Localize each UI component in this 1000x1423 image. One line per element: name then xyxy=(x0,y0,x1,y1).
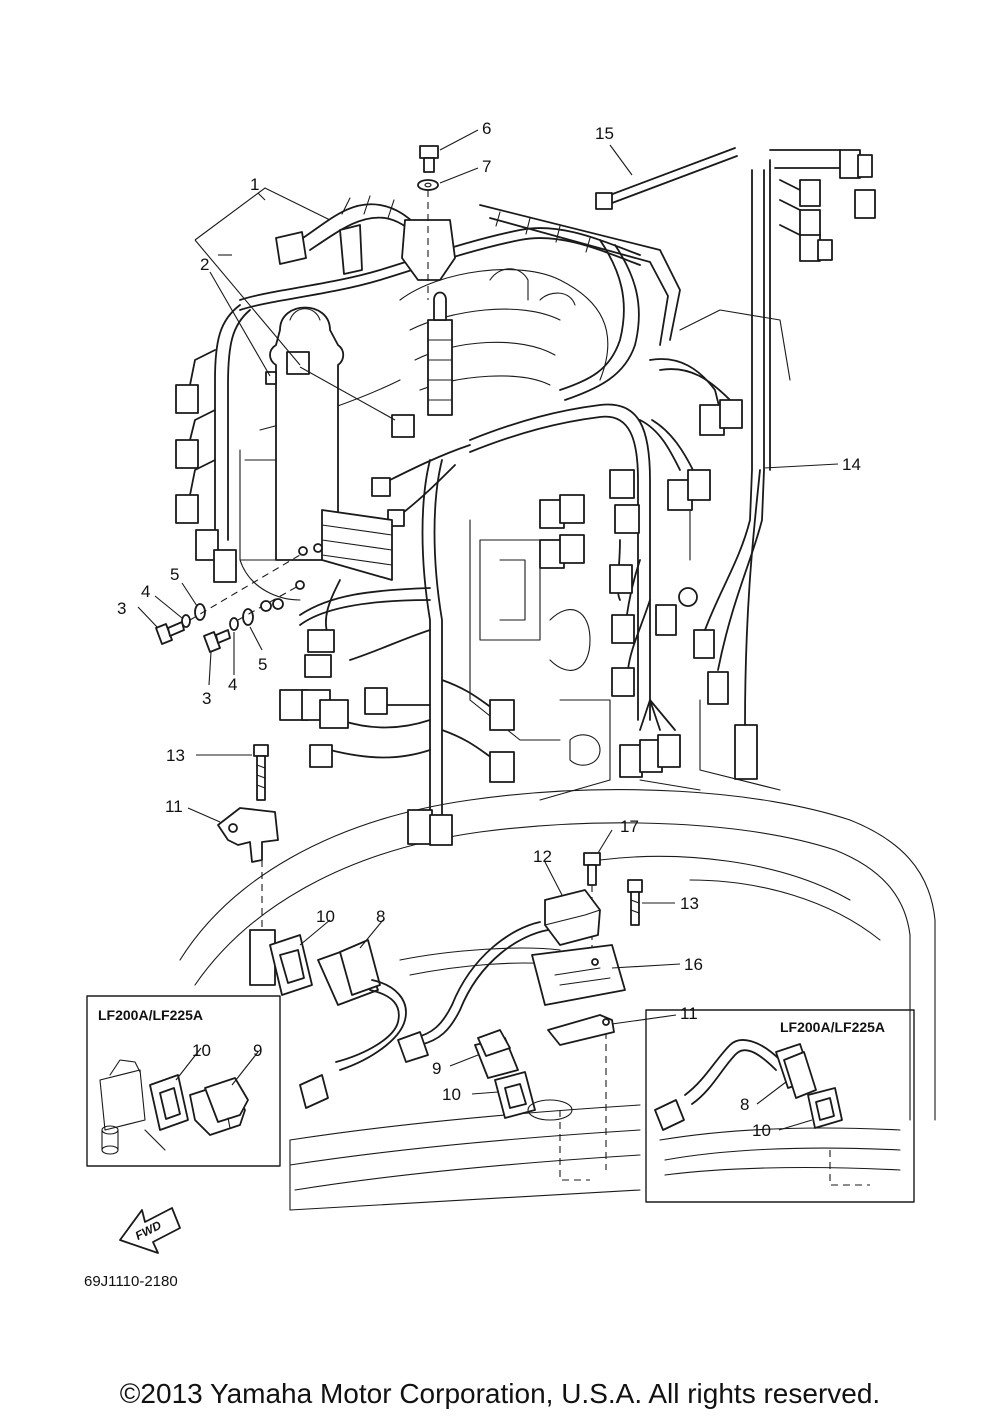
callout-13-right: 13 xyxy=(680,894,699,913)
copyright-notice: ©2013 Yamaha Motor Corporation, U.S.A. A… xyxy=(119,1378,881,1409)
callout-1: 1 xyxy=(250,175,259,194)
callout-7: 7 xyxy=(482,157,491,176)
inset-right xyxy=(645,1009,915,1203)
callout-10-lower: 10 xyxy=(442,1085,461,1104)
coupler-and-grommets xyxy=(269,934,573,1121)
callout-10-inset-left: 10 xyxy=(192,1041,211,1060)
fasteners xyxy=(155,145,643,986)
inset-left-title: LF200A/LF225A xyxy=(98,1007,203,1023)
main-wire-harness xyxy=(189,195,731,821)
callout-10-inset-right: 10 xyxy=(752,1121,771,1140)
callout-11-right: 11 xyxy=(680,1004,698,1023)
connectors xyxy=(175,149,876,846)
inset-right-title: LF200A/LF225A xyxy=(780,1019,885,1035)
callout-15: 15 xyxy=(595,124,614,143)
inset-left xyxy=(86,995,281,1167)
cable-tie xyxy=(595,147,738,210)
relay-and-bracket xyxy=(397,889,626,1063)
callout-labels: 1 2 3 3 4 4 5 5 6 7 8 8 9 9 10 10 10 10 … xyxy=(117,119,861,1140)
callout-5-right: 5 xyxy=(258,655,267,674)
forward-direction-arrow: FWD xyxy=(119,1207,181,1254)
callout-3-right: 3 xyxy=(202,689,211,708)
callout-8-inset: 8 xyxy=(740,1095,749,1114)
callout-11-left: 11 xyxy=(165,797,183,816)
callout-13-left: 13 xyxy=(166,746,185,765)
callout-10-upper: 10 xyxy=(316,907,335,926)
callout-9-inset: 9 xyxy=(253,1041,262,1060)
callout-12: 12 xyxy=(533,847,552,866)
callout-17: 17 xyxy=(620,817,639,836)
callout-4-right: 4 xyxy=(228,675,237,694)
diagram-code: 69J1110-2180 xyxy=(84,1273,178,1290)
callout-8: 8 xyxy=(376,907,385,926)
leader-lines xyxy=(137,129,839,1131)
callout-3-left: 3 xyxy=(117,599,126,618)
callout-6: 6 xyxy=(482,119,491,138)
callout-9: 9 xyxy=(432,1059,441,1078)
callout-5-left: 5 xyxy=(170,565,179,584)
callout-14: 14 xyxy=(842,455,861,474)
callout-16: 16 xyxy=(684,955,703,974)
callout-2: 2 xyxy=(200,255,209,274)
callout-4-left: 4 xyxy=(141,582,150,601)
